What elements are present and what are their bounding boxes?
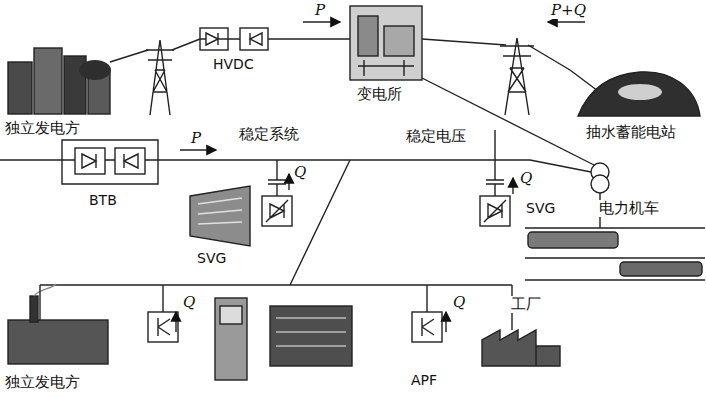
text-label: P [190, 130, 202, 147]
text-label: 独立发电方 [4, 120, 81, 137]
text-label: 独立发电方 [4, 374, 81, 391]
power-flow-arrow [303, 21, 340, 22]
pumped-storage-station [578, 72, 700, 116]
text-label: 工厂 [510, 296, 542, 313]
text-label: HVDC [212, 56, 255, 72]
svg-compensator [262, 160, 292, 226]
svg-compensator [480, 130, 513, 226]
btb-converter [62, 140, 158, 184]
generator-plant [8, 284, 108, 364]
transmission-tower [500, 38, 534, 115]
office-building [270, 306, 352, 366]
transmission-tower [146, 40, 174, 115]
text-label: P [314, 2, 326, 19]
power-flow-arrow [548, 21, 585, 22]
text-label: 电力机车 [598, 200, 660, 217]
text-label: Q [452, 294, 466, 311]
hvdc-converter [200, 28, 268, 50]
svg-cabinet [190, 186, 250, 246]
generator-building [8, 48, 111, 114]
text-label: 稳定电压 [405, 128, 467, 145]
substation [350, 6, 422, 80]
text-label: SVG [196, 250, 227, 266]
text-label: Q [293, 164, 307, 181]
text-label: BTB [88, 192, 118, 208]
cabinet [215, 298, 247, 380]
feeder-line [422, 78, 596, 166]
power-flow-arrow [180, 149, 216, 150]
text-label: P+Q [550, 2, 587, 19]
text-label: 抽水蓄能电站 [585, 124, 677, 141]
text-label: APF [410, 372, 438, 388]
text-label: SVG [525, 200, 556, 216]
transformer [530, 160, 609, 228]
text-label: Q [182, 294, 196, 311]
apf-filter [412, 285, 446, 342]
factory [482, 285, 560, 366]
text-label: Q [519, 170, 533, 187]
apf-filter [148, 285, 178, 342]
text-label: 变电所 [356, 86, 403, 103]
text-label: 稳定系统 [238, 126, 300, 143]
electric-locomotive [525, 228, 705, 280]
distribution-line [40, 160, 512, 285]
